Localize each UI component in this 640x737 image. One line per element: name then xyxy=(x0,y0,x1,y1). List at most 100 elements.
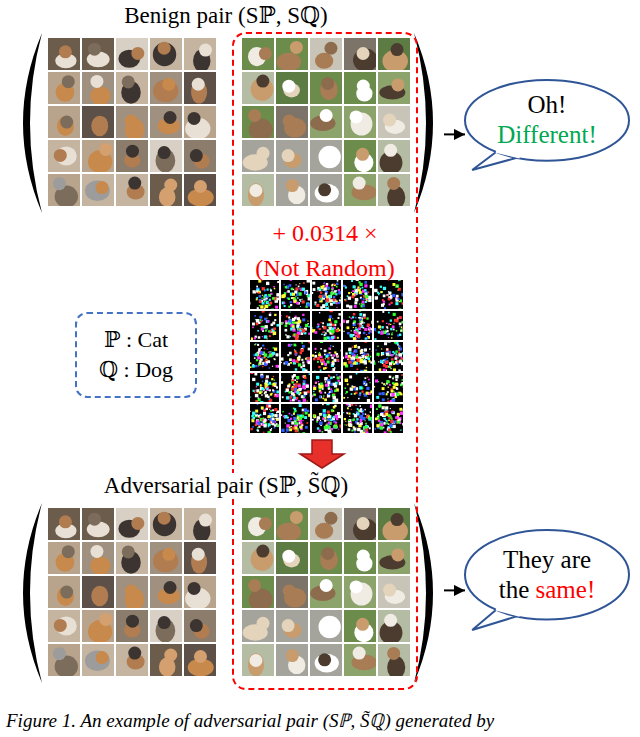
noise-speck xyxy=(298,385,301,388)
photo-tile xyxy=(116,72,148,104)
noise-speck xyxy=(324,288,326,290)
tile-ground xyxy=(310,610,342,642)
noise-speck xyxy=(353,285,356,288)
noise-speck xyxy=(403,361,405,363)
noise-speck xyxy=(371,296,374,299)
noise-speck xyxy=(303,380,306,383)
noise-speck xyxy=(331,336,334,339)
noise-speck xyxy=(286,292,287,293)
animal-head xyxy=(122,545,135,558)
noise-speck xyxy=(296,391,299,394)
noise-speck xyxy=(354,349,357,352)
noise-speck xyxy=(400,392,402,394)
noise-speck xyxy=(319,312,320,313)
noise-speck xyxy=(366,317,368,319)
noise-speck xyxy=(281,381,283,383)
photo-tile xyxy=(48,38,80,70)
noise-speck xyxy=(307,390,310,393)
animal-body xyxy=(315,654,339,673)
noise-speck xyxy=(264,290,266,292)
noise-speck xyxy=(300,366,302,368)
animal-head xyxy=(62,545,75,558)
noise-tile xyxy=(373,311,406,342)
noise-speck xyxy=(266,380,268,382)
noise-speck xyxy=(364,370,367,373)
noise-speck xyxy=(303,398,306,401)
noise-speck xyxy=(324,349,327,352)
noise-speck xyxy=(358,327,361,330)
noise-speck xyxy=(358,289,361,292)
noise-speck xyxy=(404,319,407,322)
noise-speck xyxy=(295,368,297,370)
noise-speck xyxy=(267,296,268,297)
tile-ground xyxy=(343,280,372,309)
noise-speck xyxy=(344,387,346,389)
noise-speck xyxy=(292,359,295,362)
noise-tile xyxy=(280,304,316,346)
noise-speck xyxy=(285,325,288,328)
tile-ground xyxy=(276,610,308,642)
noise-speck xyxy=(266,301,269,304)
noise-speck xyxy=(249,396,250,397)
noise-speck xyxy=(386,353,389,356)
noise-speck xyxy=(247,288,250,291)
animal-head xyxy=(249,654,262,667)
noise-speck xyxy=(332,284,333,285)
noise-speck xyxy=(364,350,365,351)
noise-speck xyxy=(404,288,405,289)
animal-head xyxy=(321,77,334,90)
noise-speck xyxy=(353,388,356,391)
noise-speck xyxy=(339,383,341,385)
noise-speck xyxy=(330,292,333,295)
noise-speck xyxy=(324,334,326,336)
noise-speck xyxy=(264,348,265,349)
animal-head xyxy=(158,146,171,159)
noise-speck xyxy=(337,355,338,356)
photo-tile xyxy=(344,644,377,676)
noise-speck xyxy=(397,275,399,277)
noise-speck xyxy=(262,336,263,337)
noise-speck xyxy=(330,390,333,393)
noise-speck xyxy=(396,387,398,389)
noise-speck xyxy=(251,337,253,339)
noise-speck xyxy=(327,336,330,339)
noise-speck xyxy=(323,361,325,363)
photo-tile xyxy=(242,610,274,642)
tile-ground xyxy=(116,644,148,676)
noise-speck xyxy=(269,309,270,310)
noise-speck xyxy=(269,352,271,354)
noise-speck xyxy=(325,293,327,295)
animal-head xyxy=(162,78,175,91)
noise-speck xyxy=(265,380,268,383)
noise-speck xyxy=(276,365,279,368)
noise-speck xyxy=(391,337,392,338)
animal-head xyxy=(320,109,333,122)
noise-speck xyxy=(383,303,385,305)
noise-speck xyxy=(329,376,331,378)
noise-speck xyxy=(338,380,340,382)
noise-speck xyxy=(300,352,302,354)
noise-speck xyxy=(286,321,287,322)
tile-ground xyxy=(48,38,80,70)
noise-speck xyxy=(276,324,279,327)
noise-tile xyxy=(242,402,286,438)
photo-tile xyxy=(184,576,216,609)
tile-ground xyxy=(116,542,148,574)
noise-speck xyxy=(395,284,398,287)
noise-speck xyxy=(319,289,321,291)
noise-speck xyxy=(319,299,321,301)
photo-tile xyxy=(150,72,182,104)
noise-speck xyxy=(372,387,373,388)
noise-speck xyxy=(270,429,272,431)
noise-speck xyxy=(288,298,290,300)
photo-tile xyxy=(116,610,148,642)
noise-speck xyxy=(389,323,390,324)
noise-speck xyxy=(299,392,301,394)
tile-ground xyxy=(150,610,182,642)
noise-speck xyxy=(366,353,367,354)
tile-ground xyxy=(344,106,376,138)
photo-tile xyxy=(344,140,376,172)
noise-speck xyxy=(401,382,404,385)
animal-head xyxy=(320,579,333,592)
noise-speck xyxy=(316,376,319,379)
